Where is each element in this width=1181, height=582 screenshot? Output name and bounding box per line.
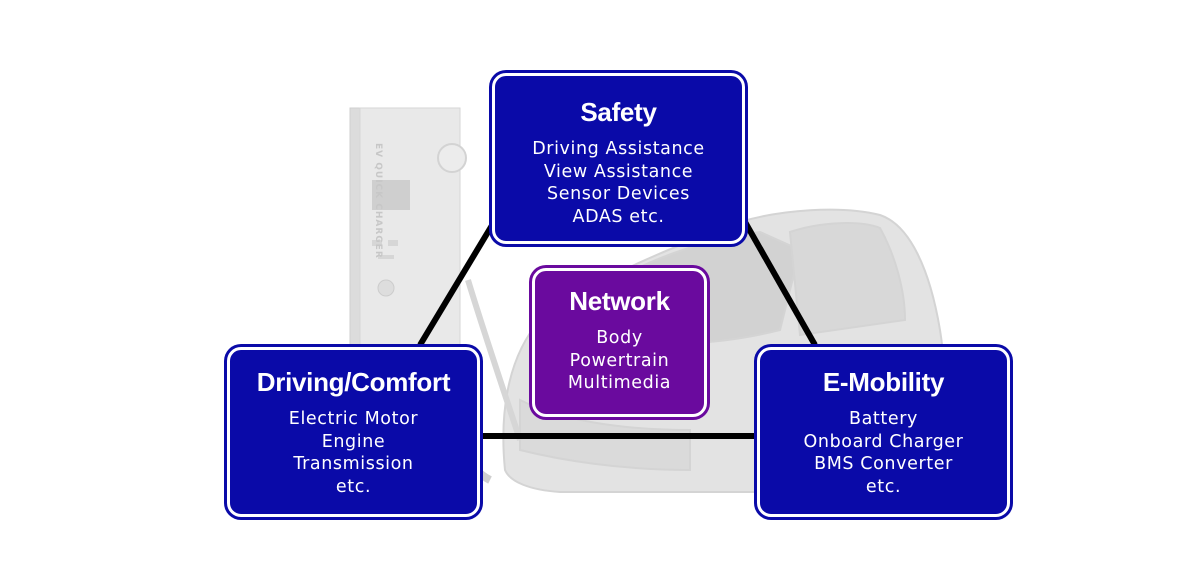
network-items: Body Powertrain Multimedia <box>535 327 704 395</box>
safety-item: View Assistance <box>543 161 694 182</box>
network-item: Body <box>596 328 643 348</box>
network-item: Multimedia <box>567 373 672 393</box>
e-mobility-item: BMS Converter <box>814 454 953 474</box>
driving-comfort-title: Driving/Comfort <box>256 367 451 397</box>
e-mobility-title: E-Mobility <box>822 367 945 397</box>
driving-comfort-items: Electric Motor Engine Transmission etc. <box>230 408 477 498</box>
connector-safety-emobility <box>742 220 818 347</box>
safety-item: ADAS etc. <box>572 206 665 227</box>
network-box: Network Body Powertrain Multimedia <box>532 268 707 417</box>
e-mobility-item: Onboard Charger <box>803 431 964 452</box>
driving-comfort-item: Electric Motor <box>288 409 419 429</box>
e-mobility-item: etc. <box>865 476 902 497</box>
connector-safety-driving <box>417 220 497 347</box>
charger-pillar <box>349 107 467 354</box>
safety-items: Driving Assistance View Assistance Senso… <box>495 138 742 228</box>
e-mobility-box: E-Mobility Battery Onboard Charger BMS C… <box>757 347 1010 517</box>
safety-title: Safety <box>580 97 657 127</box>
e-mobility-item: Battery <box>849 409 918 429</box>
safety-item: Driving Assistance <box>532 139 705 159</box>
network-item: Powertrain <box>569 350 670 371</box>
driving-comfort-item: Transmission <box>293 454 414 474</box>
e-mobility-items: Battery Onboard Charger BMS Converter et… <box>760 408 1007 498</box>
driving-comfort-item: etc. <box>335 476 372 497</box>
driving-comfort-item: Engine <box>321 431 386 452</box>
network-title: Network <box>569 286 670 316</box>
safety-item: Sensor Devices <box>547 184 690 204</box>
safety-box: Safety Driving Assistance View Assistanc… <box>492 73 745 244</box>
driving-comfort-box: Driving/Comfort Electric Motor Engine Tr… <box>227 347 480 517</box>
